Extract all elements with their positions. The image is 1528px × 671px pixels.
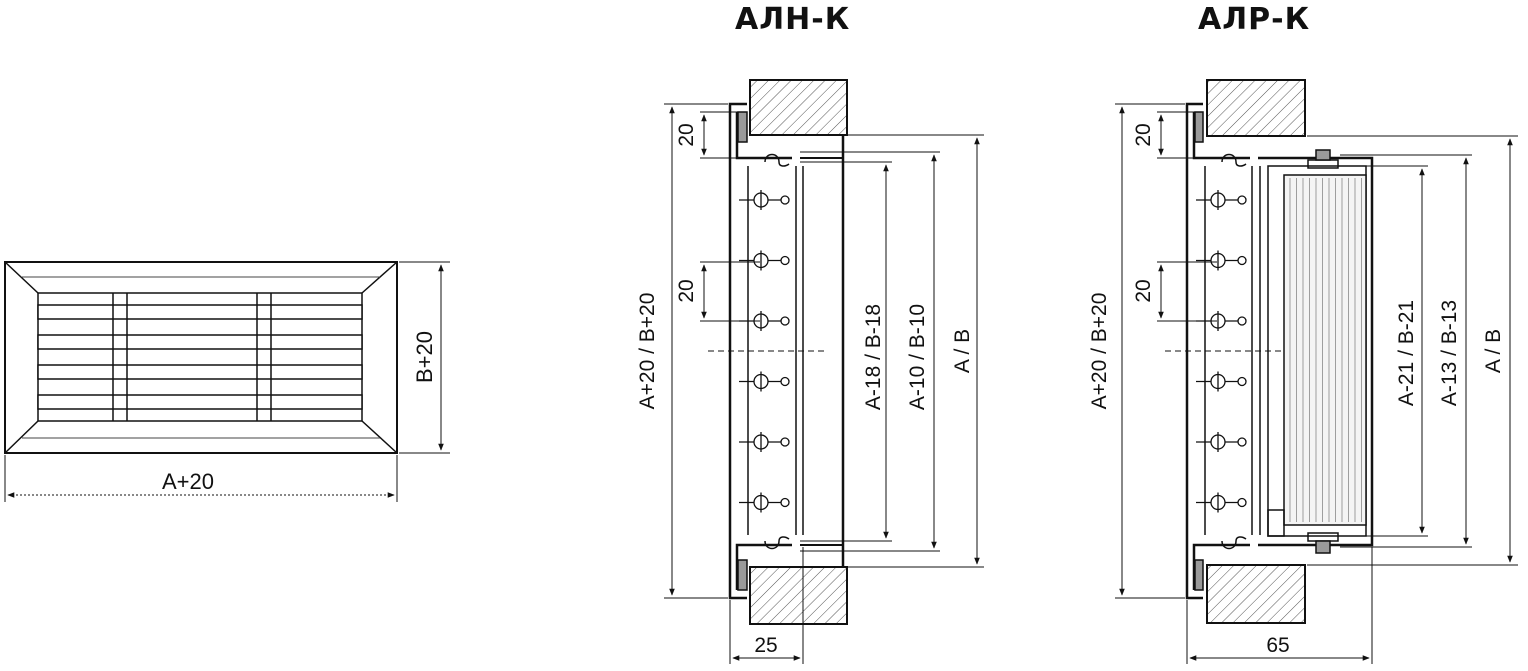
grille-inner-frame (37, 292, 363, 422)
title-alr: АЛР-К (1198, 2, 1311, 37)
alr-blade (1196, 492, 1247, 513)
grille-outer-frame (4, 261, 398, 454)
alr-depth-label: 65 (1266, 634, 1289, 657)
alr-top-gap-label: 20 (1132, 123, 1155, 146)
section-aln (708, 79, 848, 625)
aln-blade (739, 190, 790, 210)
alr-blade (1196, 371, 1247, 392)
alr-damper-blades (1283, 174, 1367, 526)
front-width-label: A+20 (162, 469, 214, 494)
alr-blade (1196, 250, 1247, 271)
front-height-label: B+20 (412, 331, 437, 383)
wall-top-alr (1206, 79, 1306, 137)
front-blades (37, 304, 363, 410)
wall-top-aln (749, 79, 848, 136)
alr-blade (1196, 432, 1247, 452)
aln-top-gap-label: 20 (675, 123, 698, 146)
section-alr (1165, 79, 1374, 624)
wall-bottom-aln (749, 566, 848, 625)
alr-outer-label: A / B (1482, 329, 1505, 373)
alr-inner1-label: A-21 / B-21 (1395, 300, 1418, 406)
alr-pitch-label: 20 (1132, 279, 1155, 302)
wall-bottom-alr (1206, 564, 1306, 624)
aln-overall-label: A+20 / B+20 (636, 293, 659, 410)
front-vertical-bars (112, 293, 272, 421)
aln-blade (739, 432, 790, 452)
alr-inner2-label: A-13 / B-13 (1438, 300, 1461, 406)
aln-blade (739, 371, 790, 392)
alr-blade (1196, 190, 1247, 210)
aln-inner1-label: A-18 / B-18 (862, 304, 885, 410)
aln-pitch-label: 20 (675, 279, 698, 302)
alr-overall-label: A+20 / B+20 (1088, 293, 1111, 410)
aln-blade (739, 492, 790, 513)
title-aln: АЛН-К (735, 2, 851, 37)
aln-outer-label: A / B (951, 329, 974, 373)
aln-depth-label: 25 (754, 634, 777, 657)
aln-blade (739, 250, 790, 271)
aln-inner2-label: A-10 / B-10 (906, 304, 929, 410)
alr-damper-frame (1258, 156, 1374, 547)
front-view (4, 261, 398, 454)
